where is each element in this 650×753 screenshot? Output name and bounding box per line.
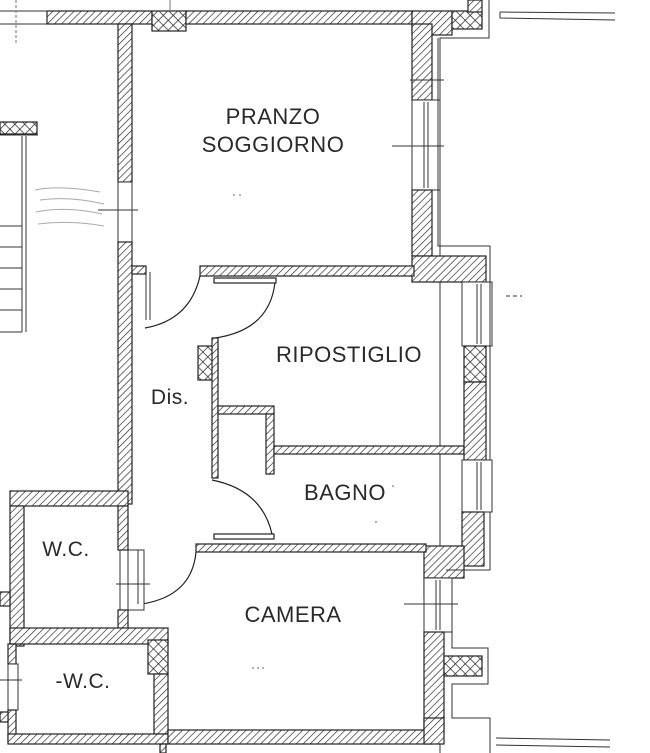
room-label-camera: CAMERA — [244, 602, 341, 627]
soggiorno-east-wall — [392, 23, 491, 283]
room-label-pranzo-soggiorno: PRANZO SOGGIORNO — [202, 104, 345, 157]
wc-upper-walls — [0, 490, 129, 647]
door-bagno — [211, 479, 275, 540]
smudge-mark — [34, 187, 105, 227]
room-label-wc-lower: -W.C. — [56, 670, 111, 693]
annotation-dots — [233, 194, 394, 669]
door-soggiorno — [144, 275, 277, 339]
interior-wall-left — [98, 23, 138, 505]
svg-text:PRANZO: PRANZO — [226, 104, 321, 129]
svg-text:SOGGIORNO: SOGGIORNO — [202, 132, 345, 157]
wc-lower-walls — [0, 643, 169, 745]
room-label-bagno: BAGNO — [304, 480, 386, 505]
ripostiglio-north-wall — [131, 265, 415, 320]
ripostiglio-west-wall — [211, 337, 465, 479]
room-label-dis: Dis. — [151, 386, 189, 409]
ripostiglio-east-wall — [461, 281, 522, 462]
camera-north-wall — [195, 543, 427, 553]
wc-divider-wall — [9, 627, 169, 675]
bottom-wall — [159, 717, 445, 753]
room-label-ripostiglio: RIPOSTIGLIO — [276, 342, 422, 367]
top-wall — [0, 0, 616, 753]
door-camera — [116, 549, 197, 611]
room-label-wc-upper: W.C. — [42, 538, 90, 561]
camera-east-wall — [404, 577, 611, 753]
bagno-east-wall — [423, 459, 493, 579]
stair-area — [0, 121, 105, 333]
